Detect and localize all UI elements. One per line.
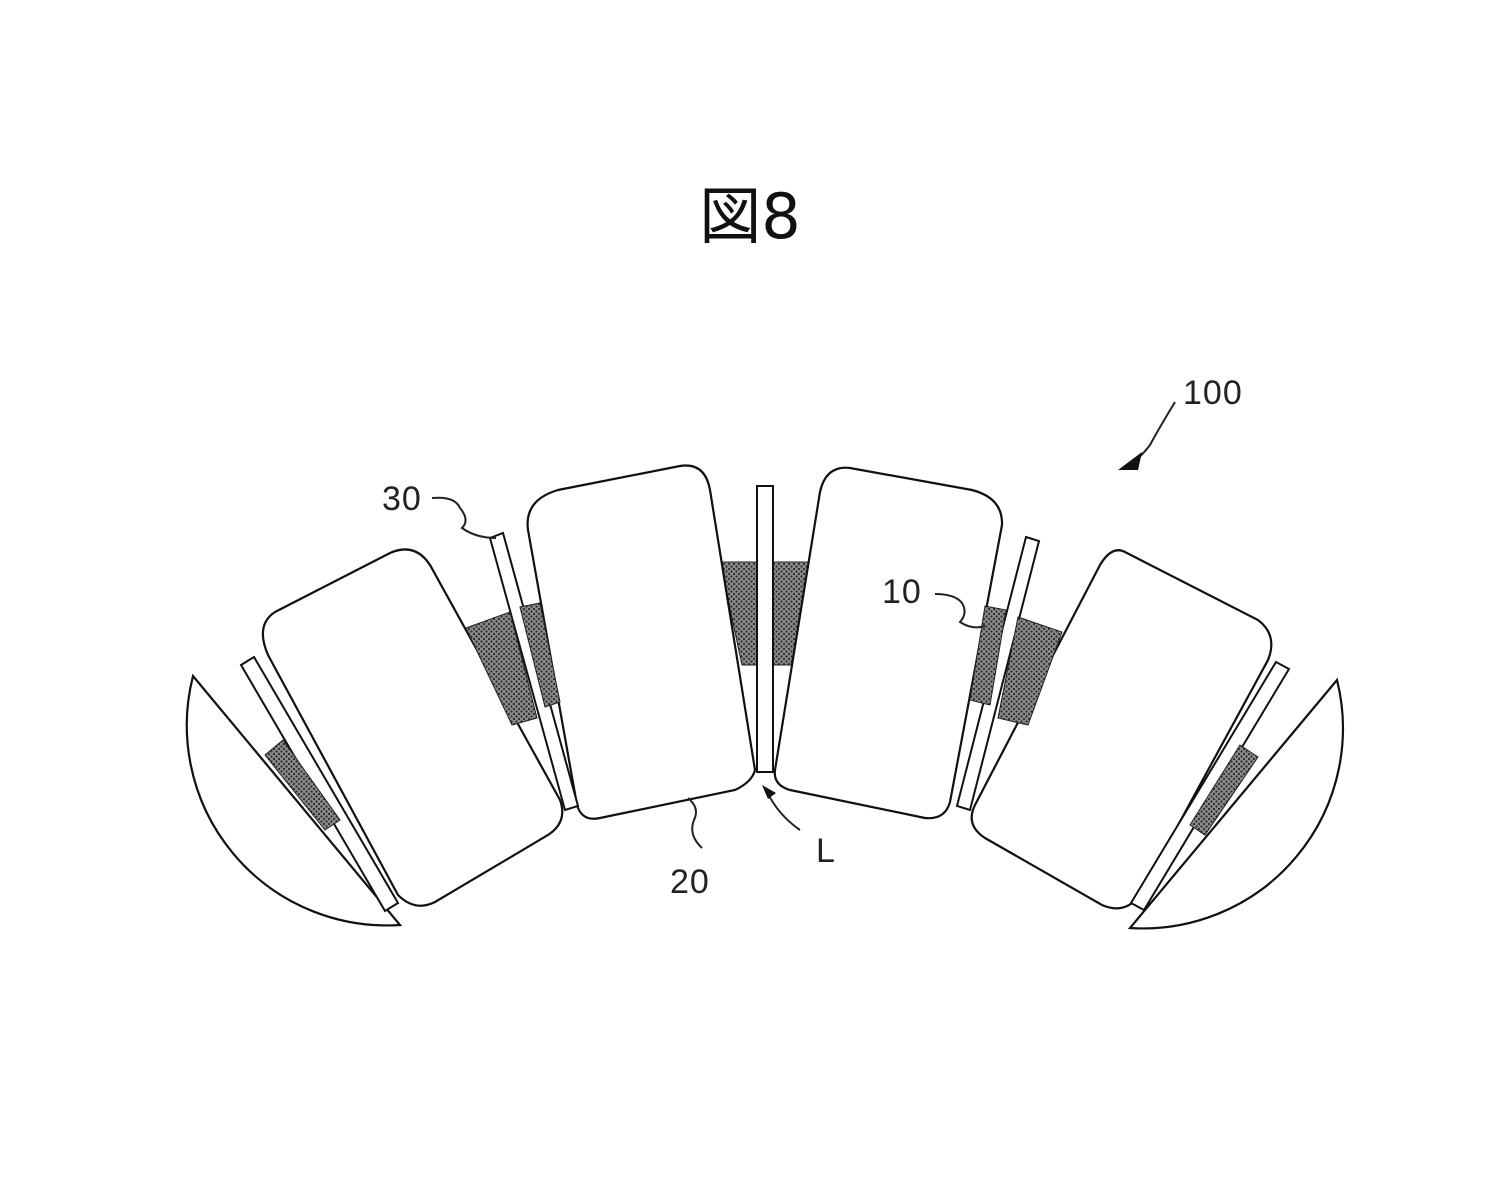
plate-far-right bbox=[1129, 660, 1291, 912]
magnet-far-left bbox=[264, 739, 341, 831]
right-gap-assembly bbox=[955, 535, 1063, 812]
label-magnet-10: 10 bbox=[882, 573, 922, 611]
far-left-gap-assembly bbox=[239, 655, 400, 913]
arrowhead-L bbox=[762, 785, 776, 799]
label-core-20: 20 bbox=[670, 863, 710, 901]
magnet-left-inner bbox=[519, 602, 561, 708]
leader-100 bbox=[1131, 401, 1176, 464]
core-left-middle bbox=[261, 548, 564, 907]
plate-far-left bbox=[239, 655, 400, 913]
magnet-far-right bbox=[1189, 744, 1259, 836]
magnet-10 bbox=[969, 605, 1007, 706]
leader-30 bbox=[431, 496, 497, 539]
label-plate-30: 30 bbox=[382, 480, 422, 518]
center-plate bbox=[756, 485, 774, 773]
plate-30 bbox=[488, 531, 580, 812]
center-gap-assembly bbox=[719, 485, 811, 773]
pole-far-left bbox=[185, 673, 403, 927]
arrowhead-100 bbox=[1118, 452, 1142, 470]
left-gap-assembly bbox=[465, 531, 580, 812]
plate-right-middle bbox=[955, 535, 1041, 812]
core-center-right bbox=[773, 466, 1004, 820]
figure-title: 図8 bbox=[699, 180, 800, 253]
label-gap-L: L bbox=[816, 832, 836, 870]
magnet-right-outer bbox=[997, 616, 1063, 726]
pole-far-right bbox=[1127, 677, 1345, 930]
core-right-middle bbox=[970, 549, 1273, 910]
magnet-left-outer bbox=[465, 611, 538, 726]
label-assembly-100: 100 bbox=[1183, 374, 1243, 412]
leader-10 bbox=[934, 593, 986, 629]
core-center-left bbox=[526, 464, 757, 820]
leader-20 bbox=[687, 797, 703, 849]
far-right-gap-assembly bbox=[1129, 660, 1291, 912]
